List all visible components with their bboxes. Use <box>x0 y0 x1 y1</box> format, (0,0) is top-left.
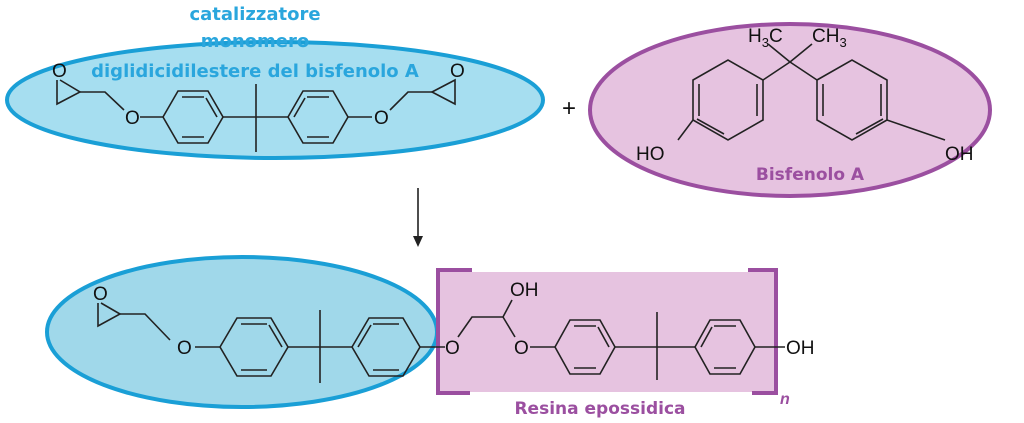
reaction-arrow <box>413 188 423 247</box>
atom-methyl-right: CH3 <box>812 26 847 50</box>
reactant-bisphenol-a: H3C CH3 HO OH Bisfenolo A <box>588 22 992 198</box>
product-epoxy-resin: O O O OH O OH n Resina epossidica <box>45 255 815 419</box>
atom-o-epoxide-left: O <box>52 61 67 82</box>
atom-o-epoxide-right: O <box>450 61 465 82</box>
atom-hydroxyl-terminal: OH <box>786 338 815 359</box>
repeat-subscript-n: n <box>780 391 790 408</box>
label-resina-epossidica: Resina epossidica <box>514 399 685 419</box>
bpa-highlight-ellipse <box>588 22 992 198</box>
product-dgeba-highlight <box>45 255 439 409</box>
label-catalizzatore: catalizzatore <box>189 4 320 25</box>
product-bonds <box>97 299 785 383</box>
dgeba-bonds <box>56 78 456 152</box>
atom-o-ether-1: O <box>177 338 192 359</box>
dgeba-highlight-ellipse <box>5 40 545 160</box>
atom-hydroxyl-left: HO <box>636 144 665 165</box>
label-dgeba: diglidicidilestere del bisfenolo A <box>91 61 419 82</box>
atom-o-ether-3: O <box>514 338 529 359</box>
atom-o-ether-left: O <box>125 108 140 129</box>
atom-hydroxyl-chain: OH <box>510 280 539 301</box>
atom-o-ether-right: O <box>374 108 389 129</box>
label-monomero: monomero <box>201 31 310 52</box>
plus-sign: + <box>562 95 576 122</box>
bpa-bonds <box>677 43 946 141</box>
label-bisfenolo-a: Bisfenolo A <box>756 165 865 185</box>
repeat-unit-brackets <box>436 268 778 395</box>
atom-hydroxyl-right: OH <box>945 144 974 165</box>
reactant-dgeba: catalizzatore monomero diglidicidilester… <box>5 4 545 160</box>
atom-o-ether-2: O <box>445 338 460 359</box>
atom-o-epoxide: O <box>93 284 108 305</box>
atom-methyl-left: H3C <box>748 26 783 50</box>
